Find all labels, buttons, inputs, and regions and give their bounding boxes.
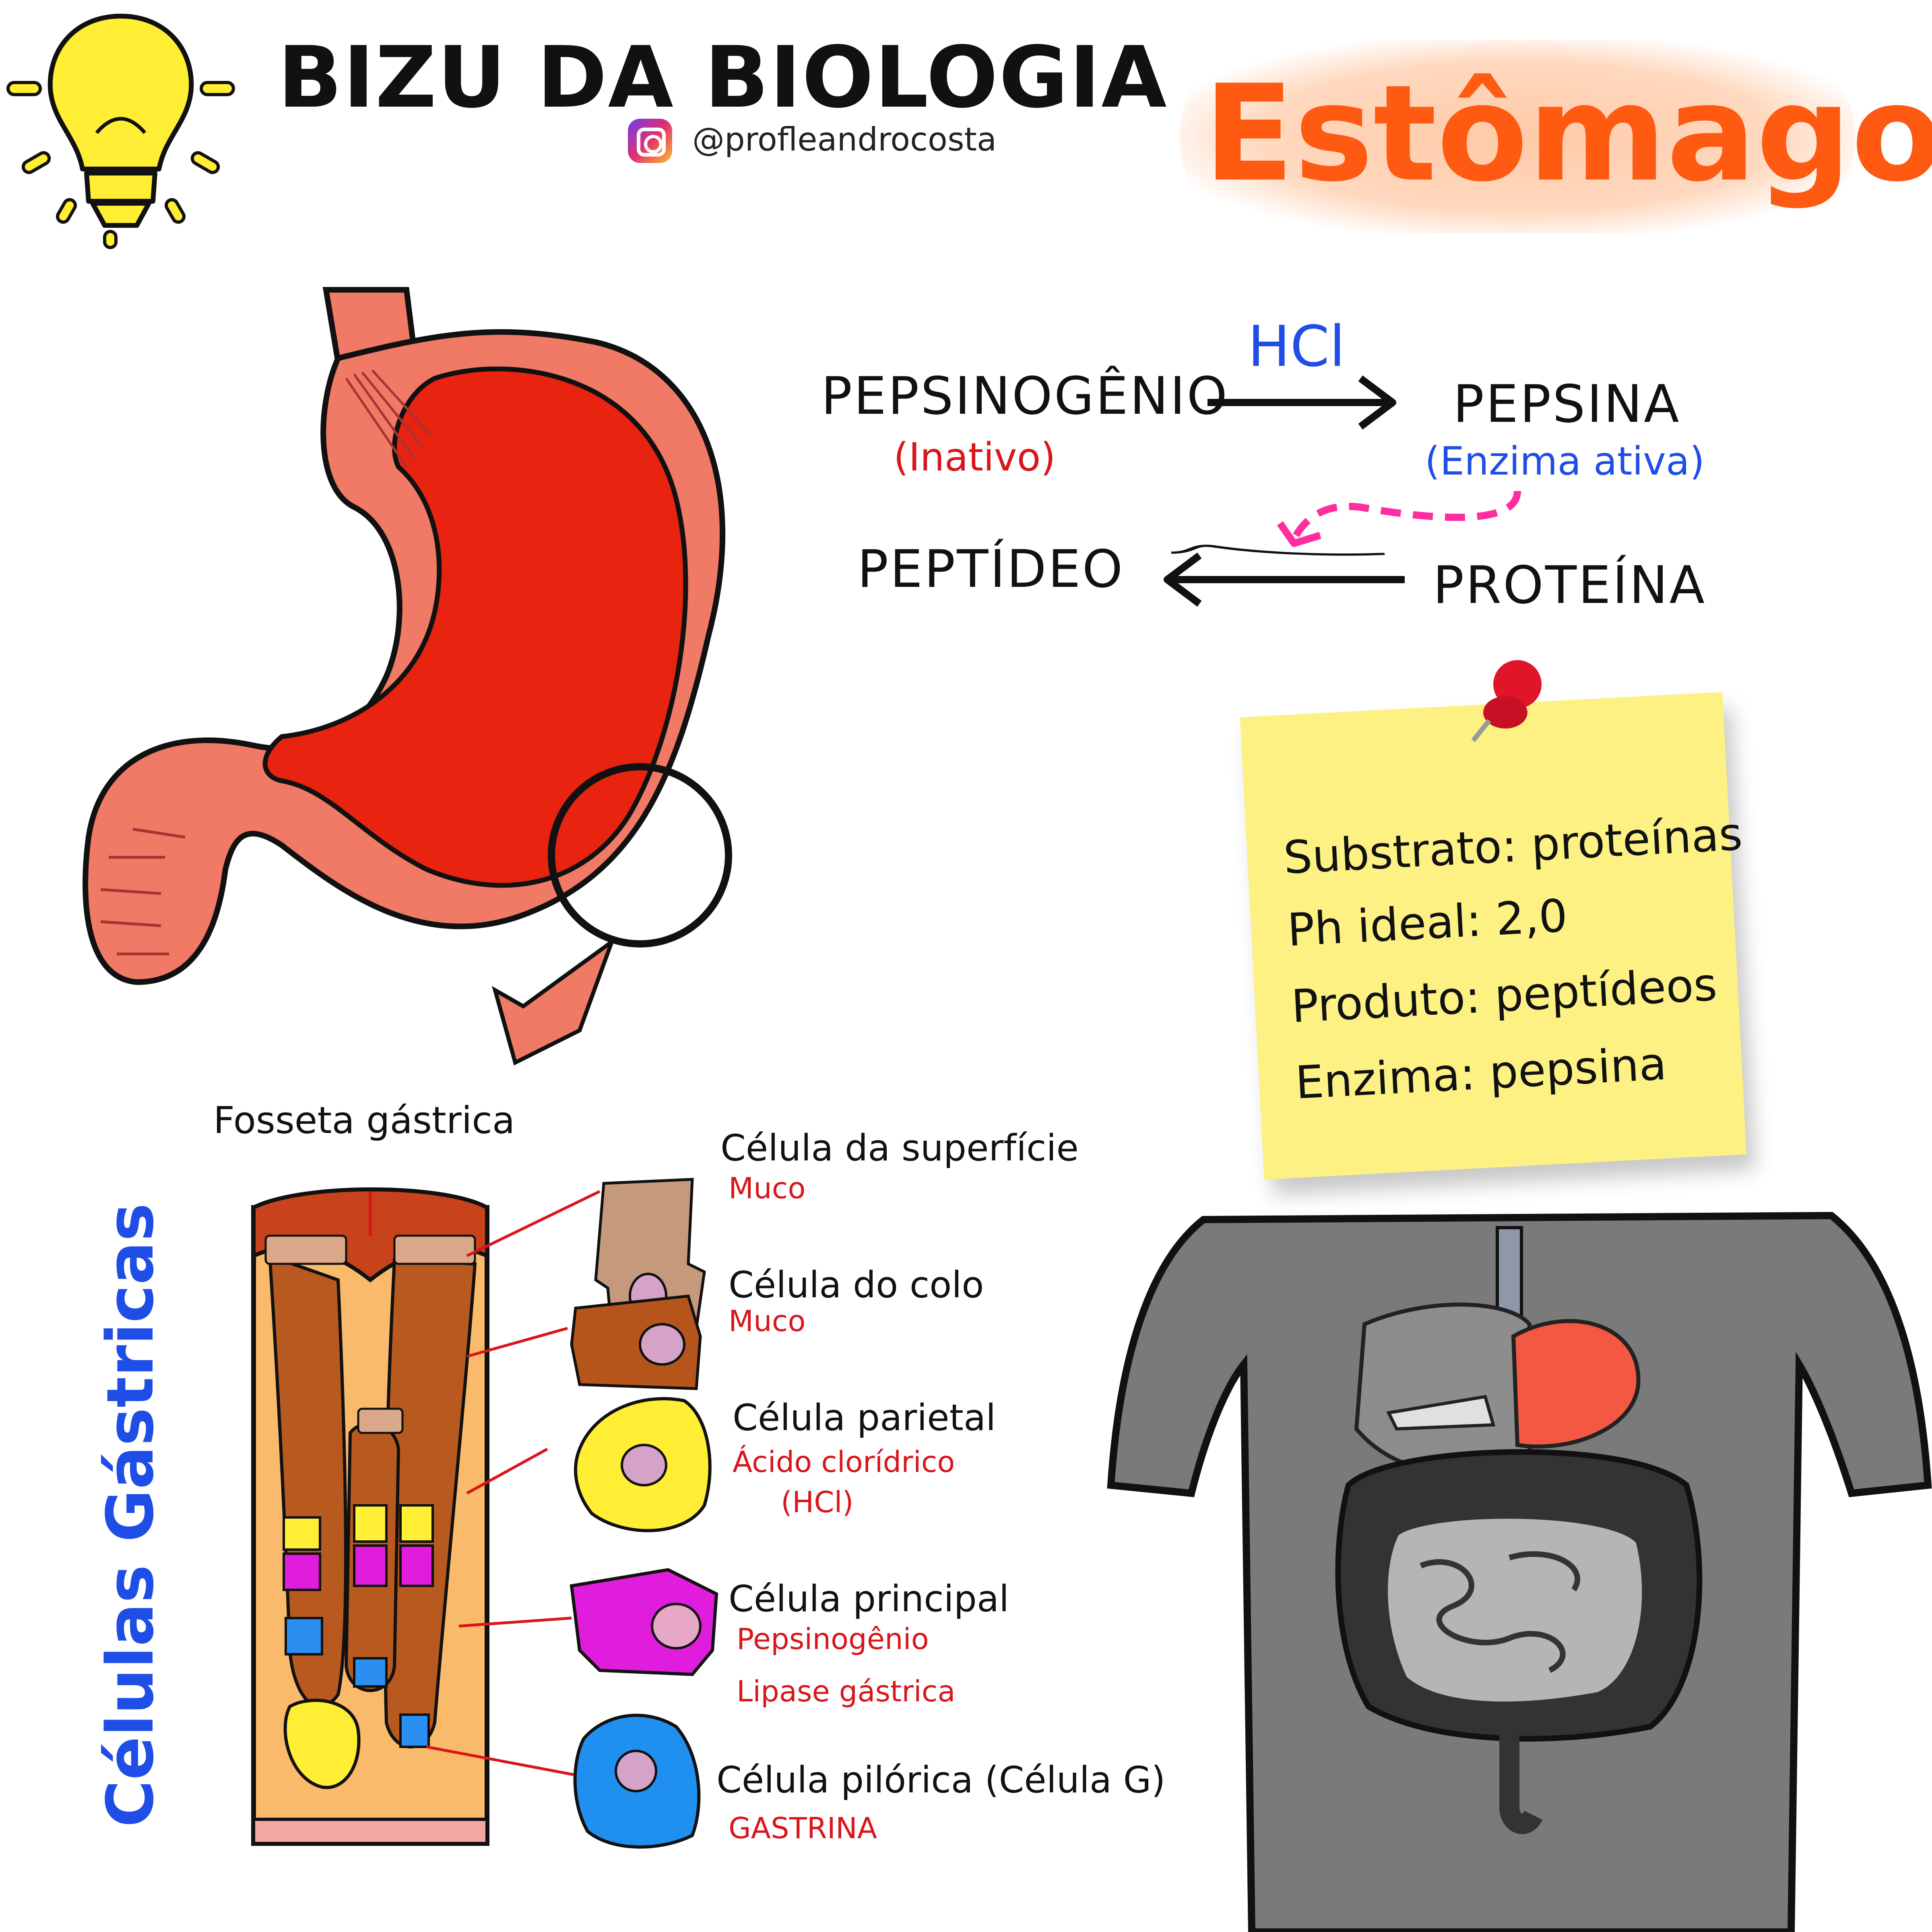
pepsinogen-note: (Inativo) — [894, 435, 1056, 480]
gastric-cells-title: Células Gástricas — [93, 1203, 168, 1827]
pit-label: Fosseta gástrica — [213, 1099, 515, 1142]
catalyst-label: HCl — [1248, 314, 1345, 380]
lightbulb-icon — [6, 14, 235, 249]
note-line-ph: Ph ideal: 2,0 — [1286, 890, 1569, 957]
brand-title: BIZU DA BIOLOGIA — [278, 28, 1168, 127]
cell-title-chief: Célula principal — [729, 1578, 1009, 1620]
cell-sub-parietal-2: (HCl) — [781, 1485, 854, 1519]
cell-sub-gcell: GASTRINA — [729, 1811, 877, 1845]
pepsin-label: PEPSINA — [1453, 374, 1681, 434]
title-highlight — [1179, 40, 1856, 233]
cell-sub-neck: Muco — [729, 1304, 806, 1338]
pepsin-note: (Enzima ativa) — [1425, 439, 1705, 484]
cell-title-neck: Célula do colo — [729, 1264, 984, 1306]
peptide-label: PEPTÍDEO — [857, 539, 1125, 599]
cell-title-surface: Célula da superfície — [720, 1127, 1079, 1169]
cell-sub-chief-1: Pepsinogênio — [737, 1622, 929, 1656]
activation-dashed-arrow — [1277, 491, 1521, 547]
torso-illustration — [1107, 1212, 1932, 1932]
cell-sub-chief-2: Lipase gástrica — [737, 1674, 956, 1708]
reaction-arrows — [1164, 375, 1405, 607]
cell-title-gcell: Célula pilórica (Célula G) — [716, 1759, 1166, 1801]
pepsinogen-label: PEPSINOGÊNIO — [821, 366, 1229, 426]
note-line-product: Produto: peptídeos — [1290, 958, 1719, 1033]
instagram-icon — [628, 119, 672, 163]
note-line-enzyme: Enzima: pepsina — [1294, 1038, 1668, 1110]
protein-label: PROTEÍNA — [1433, 555, 1706, 615]
page-title: Estômago — [1203, 56, 1932, 211]
stomach-illustration — [83, 287, 732, 1066]
cell-title-parietal: Célula parietal — [733, 1397, 996, 1439]
note-line-substrate: Substrato: proteínas — [1282, 808, 1744, 884]
sticky-note: Substrato: proteínas Ph ideal: 2,0 Produ… — [1240, 692, 1747, 1180]
cell-sub-surface: Muco — [729, 1171, 806, 1205]
cell-sub-parietal-1: Ácido clorídrico — [733, 1445, 955, 1479]
instagram-handle: @profleandrocosta — [692, 121, 997, 158]
push-pin-icon — [1471, 660, 1542, 742]
gastric-gland-diagram — [251, 1178, 718, 1849]
